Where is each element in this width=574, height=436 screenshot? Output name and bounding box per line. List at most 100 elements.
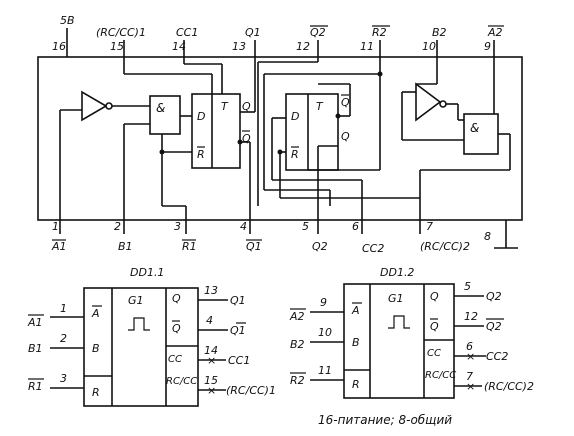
svg-text:2: 2 [114,220,121,233]
pin3-label: R1 [182,240,197,253]
svg-text:R: R [352,378,360,391]
svg-text:D: D [291,110,299,123]
svg-text:Q: Q [430,290,439,303]
pin1-label: A1 [51,240,67,253]
svg-text:6: 6 [352,220,359,233]
pin9-label: A2 [487,26,503,39]
svg-text:12: 12 [464,310,478,323]
svg-text:(RC/CC)1: (RC/CC)1 [226,384,276,397]
svg-text:R2: R2 [290,374,305,387]
svg-text:Q: Q [341,130,350,143]
svg-text:10: 10 [318,326,332,339]
svg-text:13: 13 [204,284,218,297]
pulse-icon [388,315,410,329]
pin12-number: 12 [296,40,310,53]
pin11-number: 11 [360,40,374,53]
svg-text:CC1: CC1 [228,354,250,367]
svg-text:1: 1 [52,220,59,233]
flipflop-2 [285,93,339,171]
svg-text:D: D [197,110,205,123]
internal-schematic: 5B 16 (RC/CC)1 15 CC1 14 Q1 13 Q2 12 R2 … [37,14,523,255]
pin4-label: Q1 [246,240,262,253]
svg-text:T: T [221,100,229,113]
flipflop-1 [191,93,241,169]
svg-text:Q1: Q1 [230,294,246,307]
svg-text:B2: B2 [290,338,305,351]
svg-text:Q: Q [172,292,181,305]
dd2-symbol: DD1.2 G1 A B R A2 9 B2 10 R2 11 Q Q CC R… [289,266,534,399]
pin11-label: R2 [372,26,387,39]
svg-text:CC2: CC2 [486,350,508,363]
pin7-label: (RC/CC)2 [420,240,470,253]
svg-text:Q: Q [242,132,251,145]
svg-text:Q1: Q1 [230,324,246,337]
pin16-number: 16 [52,40,66,53]
svg-text:B: B [92,342,100,355]
pin12-label: Q2 [310,26,326,39]
pin15-label: (RC/CC)1 [96,26,146,39]
svg-text:R1: R1 [28,380,43,393]
pin10-label: B2 [432,26,447,39]
svg-text:8: 8 [484,230,491,243]
svg-text:T: T [316,100,324,113]
svg-text:Q: Q [430,320,439,333]
svg-text:CC: CC [168,354,182,365]
svg-text:×: × [466,350,475,363]
pin15-number: 15 [110,40,124,53]
dd2-title: DD1.2 [380,266,414,279]
svg-text:&: & [470,121,479,135]
svg-text:9: 9 [320,296,327,309]
pin13-label: Q1 [245,26,261,39]
chip-outline [37,56,523,221]
svg-text:Q: Q [341,96,350,109]
and-gate-1 [149,95,181,135]
svg-text:7: 7 [426,220,433,233]
svg-text:A1: A1 [27,316,43,329]
pin16-label: 5B [60,14,75,27]
dd1-symbol: DD1.1 G1 A B R A1 1 B1 2 R1 3 Q Q CC RC/… [27,266,276,407]
svg-text:11: 11 [318,364,332,377]
svg-text:R: R [291,148,299,161]
svg-text:2: 2 [60,332,67,345]
pin5-label: Q2 [312,240,328,253]
svg-text:5: 5 [302,220,309,233]
svg-text:15: 15 [204,374,218,387]
svg-text:6: 6 [466,340,473,353]
svg-text:CC: CC [427,348,441,359]
svg-text:×: × [207,354,216,367]
svg-text:RC/CC: RC/CC [166,376,197,387]
dd1-title: DD1.1 [130,266,164,279]
pin14-number: 14 [172,40,186,53]
pin6-label: CC2 [362,242,384,255]
footnote: 16-питание; 8-общий [318,413,452,427]
svg-text:4: 4 [206,314,213,327]
svg-text:R: R [92,386,100,399]
svg-text:4: 4 [240,220,247,233]
svg-text:RC/CC: RC/CC [425,370,456,381]
svg-text:Q2: Q2 [486,290,502,303]
svg-text:A2: A2 [289,310,305,323]
svg-text:3: 3 [60,372,67,385]
svg-text:B: B [352,336,360,349]
pin14-label: CC1 [176,26,198,39]
svg-text:5: 5 [464,280,471,293]
dd2-func: G1 [388,292,404,305]
svg-text:A: A [351,304,360,317]
svg-text:7: 7 [466,370,473,383]
inverter-2 [415,82,442,122]
pin2-label: B1 [118,240,133,253]
pulse-icon [128,317,150,331]
svg-text:(RC/CC)2: (RC/CC)2 [484,380,534,393]
svg-text:Q: Q [172,322,181,335]
svg-text:×: × [207,384,216,397]
svg-text:Q: Q [242,100,251,113]
svg-text:Q2: Q2 [486,320,502,333]
svg-text:3: 3 [174,220,181,233]
svg-text:14: 14 [204,344,218,357]
inverter-1 [81,90,108,122]
pin13-number: 13 [232,40,246,53]
pin9-number: 9 [484,40,491,53]
pin10-number: 10 [422,40,436,53]
svg-text:×: × [466,380,475,393]
